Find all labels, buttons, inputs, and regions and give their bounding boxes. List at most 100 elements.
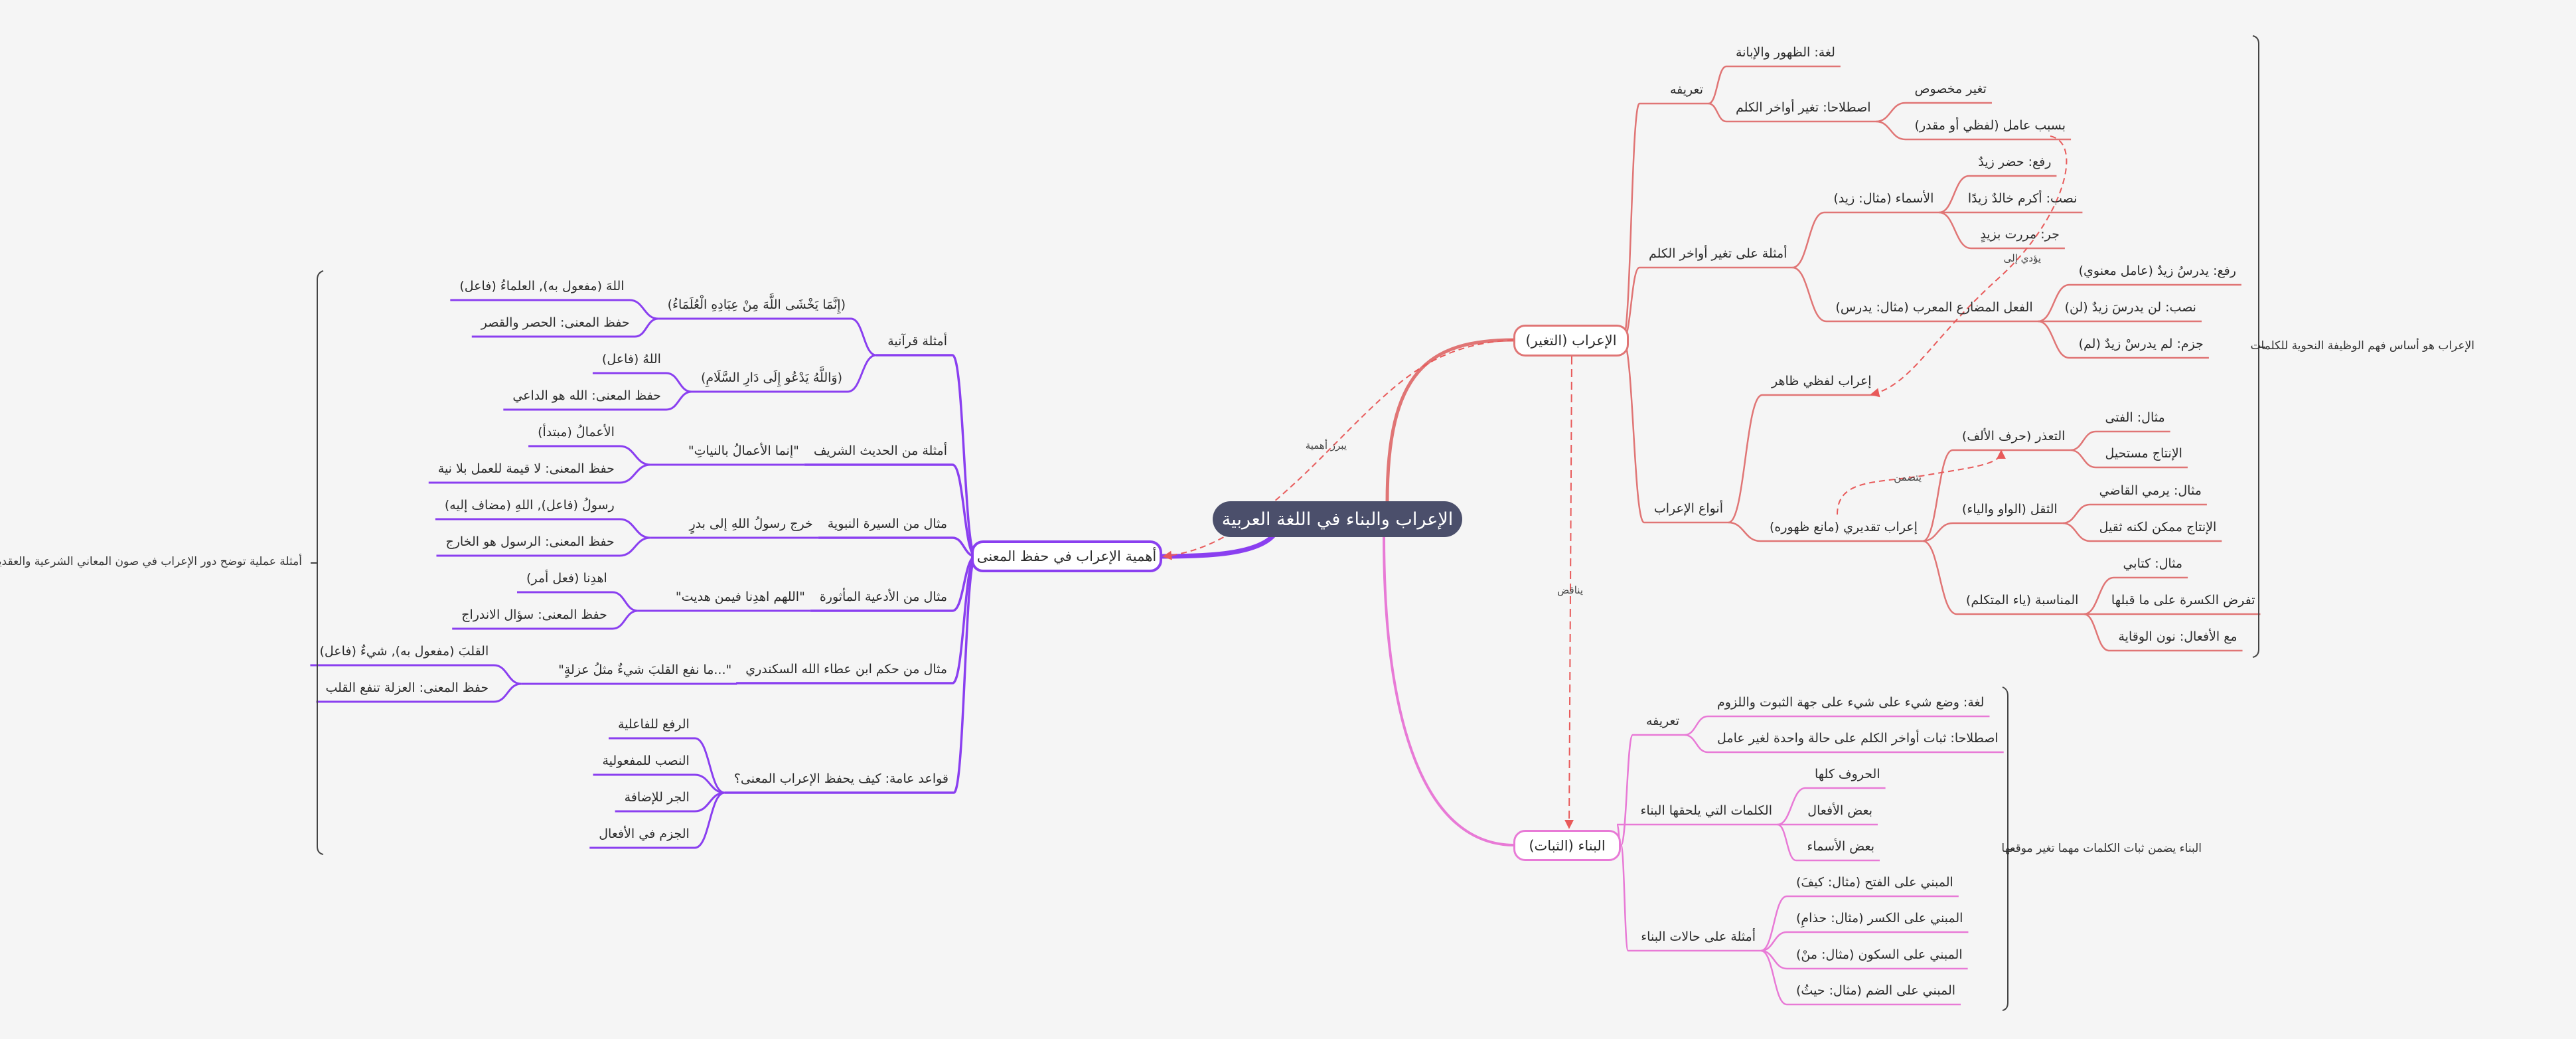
relation-contradicts-line [1564,356,1574,829]
subtopic-irab[interactable]: الإنتاج ممكن لكنه ثقيل [2099,520,2217,534]
subtopic-importance[interactable]: (إِنَّمَا يَخْشَى اللَّهَ مِنْ عِبَادِهِ… [667,297,846,312]
subtopic-irab[interactable]: أنواع الإعراب [1653,501,1723,516]
subtopic-importance[interactable]: حفظ المعنى: الله هو الداعي [512,388,661,403]
topic-bina[interactable]: البناء (الثبات) [1513,830,1621,861]
subtopic-irab[interactable]: بسبب عامل (لفظي أو مقدر) [1914,118,2066,133]
subtopic-bina[interactable]: اصطلاحا: ثبات أواخر الكلم على حالة واحدة… [1717,731,1999,746]
summary-irab[interactable]: الإعراب هو أساس فهم الوظيفة النحوية للكل… [2250,339,2474,353]
branch-line [2062,522,2222,542]
subtopic-irab[interactable]: الثقل (الواو والياء) [1961,502,2058,517]
subtopic-irab[interactable]: تغير مخصوص [1914,82,1987,96]
subtopic-irab[interactable]: الأسماء (مثال: زيد) [1833,191,1934,206]
branch-line [658,317,877,357]
subtopic-bina[interactable]: الكلمات التي يلحقها البناء [1640,803,1772,818]
subtopic-importance[interactable]: اللهُ (فاعل) [601,352,661,366]
subtopic-importance[interactable]: اهدِنا (فعل أمر) [526,571,607,586]
subtopic-importance[interactable]: أمثلة قرآنية [887,334,947,349]
topic-irab[interactable]: الإعراب (التغير) [1513,325,1629,357]
subtopic-irab[interactable]: أمثلة على تغير أواخر الكلم [1649,246,1787,261]
branch-line [1922,522,2063,542]
subtopic-irab[interactable]: لغة: الظهور والإبانة [1736,45,1835,60]
subtopic-importance[interactable]: أمثلة من الحديث الشريف [813,443,947,458]
summary-bracket-bina [2002,686,2014,1011]
branch-line [1939,211,2065,250]
subtopic-bina[interactable]: المبني على الضم (مثال: حيثُ) [1796,983,1956,998]
branch-line [2084,576,2188,615]
branch-line [804,463,976,558]
subtopic-irab[interactable]: مثال: الفتى [2105,410,2165,425]
subtopic-importance[interactable]: مثال من السيرة النبوية [827,517,947,531]
subtopic-irab[interactable]: إعراب تقديري (مانع ظهوره) [1770,520,1918,534]
subtopic-irab[interactable]: مثال: يرمي القاضي [2099,483,2202,498]
subtopic-bina[interactable]: تعريفه [1645,714,1679,728]
subtopic-importance[interactable]: الجزم في الأفعال [599,827,690,841]
subtopic-irab[interactable]: تفرض الكسرة على ما قبلها [2111,593,2255,607]
subtopic-bina[interactable]: لغة: وضع شيء على شيء على جهة الثبوت والل… [1717,695,1985,710]
subtopic-importance[interactable]: حفظ المعنى: الحصر والقصر [481,315,630,330]
branch-line [2038,320,2209,359]
subtopic-bina[interactable]: أمثلة على حالات البناء [1641,929,1756,944]
subtopic-irab[interactable]: اصطلاحا: تغير أواخر الكلم [1736,100,1871,115]
subtopic-importance[interactable]: قواعد عامة: كيف يحفظ الإعراب المعنى؟ [733,771,948,786]
subtopic-irab[interactable]: نصب: لن يدرسَ زيدٌ (لن) [2064,300,2196,315]
subtopic-importance[interactable]: "...ما نفع القلبَ شيءٌ مثلُ عزلةٍ" [558,663,732,677]
subtopic-irab[interactable]: الفعل المضارع المعرب (مثال: يدرس) [1835,300,2033,315]
subtopic-importance[interactable]: حفظ المعنى: الرسول هو الخارج [445,534,615,549]
subtopic-importance[interactable]: الرفع للفاعلية [617,717,690,732]
subtopic-irab[interactable]: تعريفه [1669,82,1703,97]
subtopic-irab[interactable]: رفع: حضر زيدٌ [1978,155,2052,169]
subtopic-importance[interactable]: حفظ المعنى: لا قيمة للعمل بلا نية [437,461,615,476]
subtopic-importance[interactable]: مثال من حكم ابن عطاء الله السكندري [745,662,947,677]
subtopic-importance[interactable]: "اللهم اهدِنا فيمن هديت" [675,590,805,604]
subtopic-irab[interactable]: التعذر (حرف الألف) [1961,429,2066,443]
summary-bracket-irab [2252,35,2265,658]
subtopic-bina[interactable]: الحروف كلها [1815,767,1880,781]
subtopic-importance[interactable]: القلبَ (مفعول به), شيءٌ (فاعل) [319,644,489,659]
subtopic-importance[interactable]: اللهَ (مفعول به), العلماءُ (فاعل) [459,279,625,293]
branch-line [450,299,658,320]
subtopic-importance[interactable]: "إنما الأعمالُ بالنياتِ" [688,443,799,458]
branch-line [452,609,639,630]
summary-importance[interactable]: أمثلة عملية توضح دور الإعراب في صون المع… [0,555,302,568]
branch-line [724,555,977,794]
branch-line [2070,449,2188,469]
topic-importance[interactable]: أهمية الإعراب في حفظ المعنى [971,540,1162,572]
subtopic-importance[interactable]: مثال من الأدعية المأثورة [819,590,947,604]
relation-leads-to-line [1870,135,2068,398]
subtopic-importance[interactable]: حفظ المعنى: سؤال الاندراج [461,607,607,622]
branch-line [1616,823,1778,846]
summary-bina[interactable]: البناء يضمن ثبات الكلمات مهما تغير موقعه… [2001,842,2202,855]
subtopic-irab[interactable]: رفع: يدرسُ زيدٌ (عامل معنوي) [2078,264,2236,278]
subtopic-importance[interactable]: الأعمالُ (مبتدأ) [538,425,615,440]
subtopic-bina[interactable]: المبني على السكون (مثال: منْ) [1796,947,1963,962]
relation-includes-label: يتضمن [1894,471,1922,483]
subtopic-bina[interactable]: بعض الأسماء [1807,839,1874,854]
subtopic-bina[interactable]: بعض الأفعال [1807,803,1872,818]
subtopic-importance[interactable]: خرج رسولُ اللهِ إلى بدرٍ [689,517,813,531]
subtopic-importance[interactable]: حفظ المعنى: العزلة تنفع القلب [325,680,489,695]
subtopic-irab[interactable]: مثال: كتابي [2123,556,2183,571]
branch-line [1728,521,1923,542]
branch-line [1620,844,1761,952]
subtopic-irab[interactable]: الإنتاج مستحيل [2105,446,2182,461]
subtopic-irab[interactable]: جر: مررت بزيدٍ [1980,227,2060,242]
branch-line [1876,120,2072,141]
subtopic-importance[interactable]: النصب للمفعولية [602,754,690,768]
subtopic-irab[interactable]: إعراب لفظي ظاهر [1772,374,1872,388]
subtopic-irab[interactable]: نصب: أكرم خالدٌ زيدًا [1967,191,2078,206]
branch-line [691,354,877,393]
subtopic-importance[interactable]: رسولُ (فاعل), اللهِ (مضاف إليه) [444,498,615,513]
branch-line [1760,949,1961,1006]
branch-line [436,536,650,557]
subtopic-irab[interactable]: جزم: لم يدرسْ زيدٌ (لم) [2078,337,2204,351]
branch-line [2062,503,2207,524]
subtopic-importance[interactable]: الجر للإضافة [624,790,690,805]
subtopic-bina[interactable]: المبني على الفتح (مثال: كيفَ) [1796,875,1953,890]
branch-line [1622,266,1793,341]
subtopic-irab[interactable]: المناسبة (ياء المتكلم) [1965,593,2079,607]
central-to-importance-line [1161,532,1276,559]
subtopic-irab[interactable]: مع الأفعال: نون الوقاية [2118,629,2237,644]
subtopic-bina[interactable]: المبني على الكسر (مثال: حذامِ) [1796,911,1963,925]
central-topic[interactable]: الإعراب والبناء في اللغة العربية [1213,501,1462,537]
subtopic-importance[interactable]: (وَاللَّهُ يَدْعُو إِلَى دَارِ السَّلَام… [700,370,842,385]
